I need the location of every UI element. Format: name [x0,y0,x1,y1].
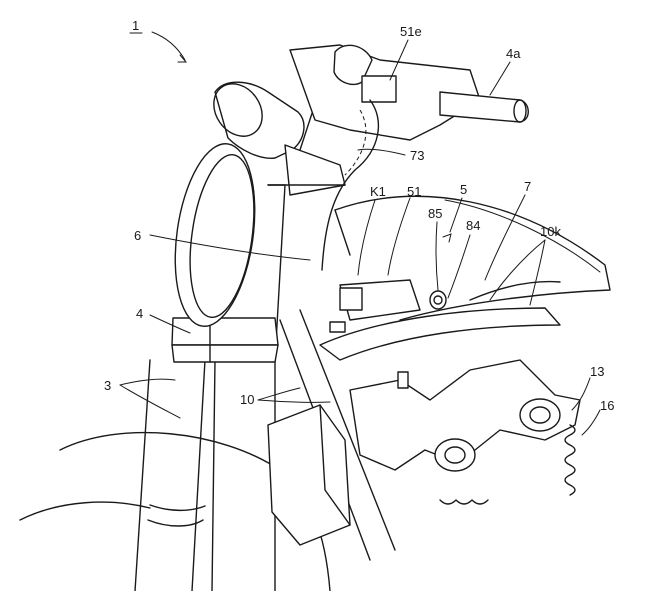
label-4a: 4a [506,46,521,61]
label-6: 6 [134,228,141,243]
headlight [174,143,256,327]
label-3: 3 [104,378,111,393]
reference-labels: 1 51e 4a 73 K1 51 5 7 85 84 10k 6 4 3 10… [104,18,614,413]
label-84: 84 [466,218,480,233]
handlebar [289,44,529,141]
control-box [267,404,351,546]
label-16: 16 [600,398,614,413]
label-5: 5 [460,182,467,197]
fuel-tank [334,195,611,321]
leader-lines [119,31,601,436]
label-K1: K1 [370,184,386,199]
label-13: 13 [590,364,604,379]
wire-harness-73 [321,99,380,271]
label-51: 51 [407,184,421,199]
front-fork-left [134,359,206,591]
label-4: 4 [136,306,143,321]
brake-master-cylinder [349,359,581,472]
label-10k: 10k [540,224,561,239]
fork-bracket [171,317,279,363]
meter-unit [213,81,305,159]
label-7: 7 [524,179,531,194]
label-10: 10 [240,392,254,407]
coil-cable-16 [439,424,576,505]
label-73: 73 [410,148,424,163]
label-85: 85 [428,206,442,221]
label-51e: 51e [400,24,422,39]
label-1: 1 [132,18,139,33]
actuator-51 [329,279,447,333]
